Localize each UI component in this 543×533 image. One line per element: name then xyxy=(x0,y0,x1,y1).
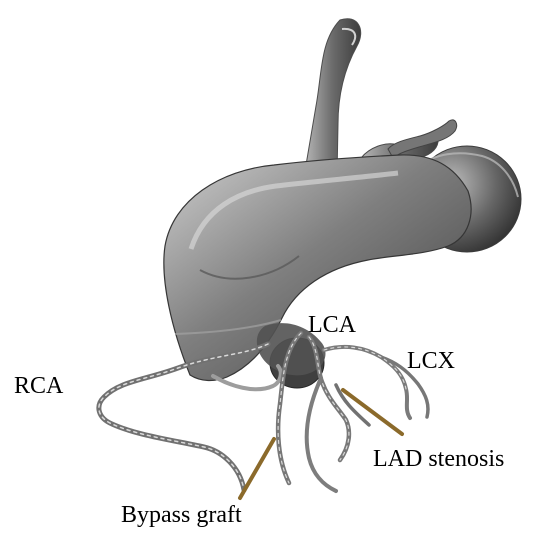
lcx-label: LCX xyxy=(407,349,455,373)
lad-stenosis-arrow xyxy=(343,390,402,434)
lca-label: LCA xyxy=(308,313,356,337)
bypass-graft-arrow xyxy=(240,439,274,498)
lad-stenosis-label: LAD stenosis xyxy=(373,447,504,471)
bypass-graft-label: Bypass graft xyxy=(121,503,242,527)
rca-label: RCA xyxy=(14,374,63,398)
